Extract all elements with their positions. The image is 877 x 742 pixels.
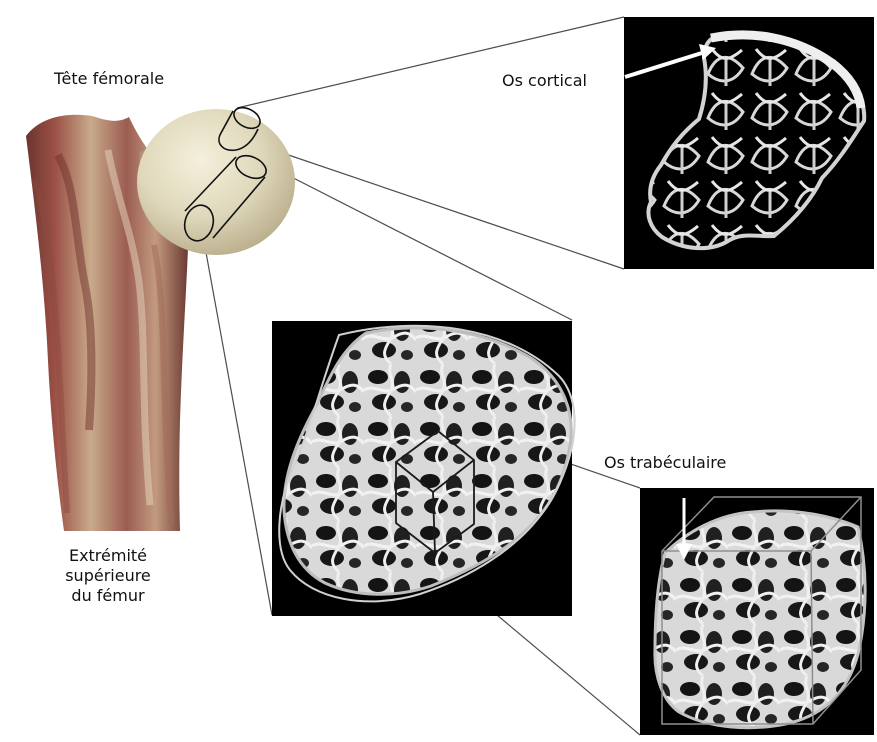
trabecular-cube-panel bbox=[640, 488, 874, 735]
femoral-head bbox=[137, 109, 295, 255]
label-trabecular-bone: Os trabéculaire bbox=[604, 453, 726, 473]
connector-line-top-left bbox=[237, 17, 624, 108]
connector-line-trab-bottom bbox=[497, 615, 640, 735]
label-upper-end-femur: Extrémité supérieure du fémur bbox=[52, 546, 164, 606]
label-femoral-head: Tête fémorale bbox=[54, 69, 164, 89]
connector-line-middle-lower bbox=[205, 247, 272, 615]
femur-illustration bbox=[26, 103, 295, 531]
cortical-bone-panel bbox=[624, 17, 874, 269]
trabecular-cylinder-panel bbox=[272, 321, 575, 616]
connector-line-top-right bbox=[259, 145, 624, 269]
trabecular-cube-sample bbox=[655, 511, 865, 728]
connector-line-middle-upper bbox=[262, 162, 572, 320]
label-cortical-bone: Os cortical bbox=[502, 71, 587, 91]
